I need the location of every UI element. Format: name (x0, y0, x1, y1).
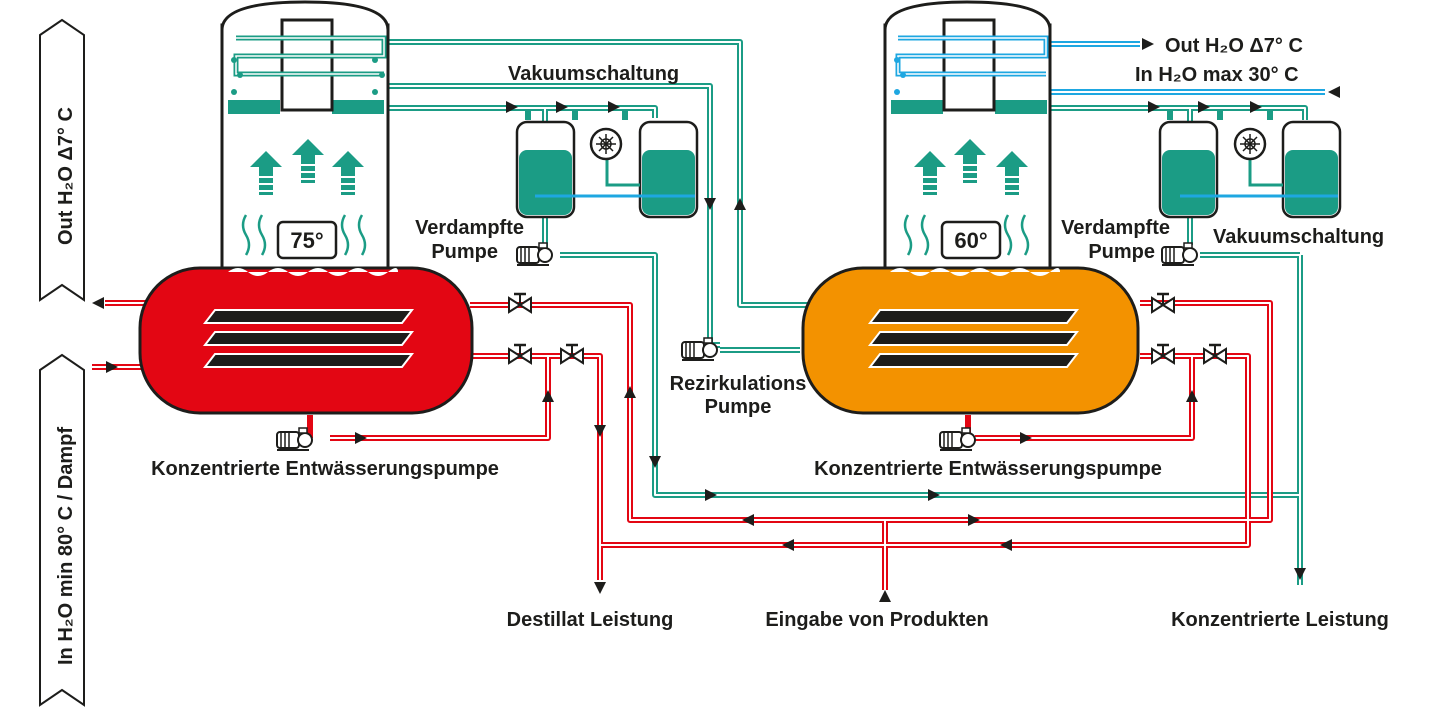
valve-icon (507, 343, 533, 365)
pump-icon (1161, 242, 1198, 266)
in-water-label: In H₂O min 80° C / Dampf (55, 427, 77, 665)
evaporator-left: 75° (138, 0, 474, 415)
temperature-badge (940, 220, 1002, 260)
flow-arrow-icon (92, 297, 104, 309)
valve-icon (559, 343, 585, 365)
valve-icon (1150, 343, 1176, 365)
vacuum-label-left: Vakuumschaltung (508, 63, 679, 85)
recirculation-pump-label-1: Rezirkulations (670, 373, 807, 395)
product-input-label: Eingabe von Produkten (765, 609, 988, 631)
vacuum-label-right: Vakuumschaltung (1213, 226, 1384, 248)
pump-icon (681, 337, 718, 361)
red-pipes (307, 300, 1273, 590)
vacuum-system-right (1158, 120, 1342, 219)
flow-arrow-icon (1328, 86, 1340, 98)
valve-icon (1150, 292, 1176, 314)
vacuum-pump-icon (589, 127, 623, 161)
vacuum-pump-icon (1233, 127, 1267, 161)
pump-icon (939, 427, 976, 451)
distillate-output-label: Destillat Leistung (507, 609, 674, 631)
droplet-icons (894, 57, 906, 95)
temperature-value: 60° (954, 228, 987, 253)
droplet-icons (231, 57, 385, 95)
valve-icon (507, 292, 533, 314)
pump-icon (516, 242, 553, 266)
evaporated-pump-label-left-2: Pumpe (431, 241, 498, 263)
teal-pipes (388, 39, 1308, 585)
concentrate-pump-label-left: Konzentrierte Entwässerungspumpe (151, 458, 499, 480)
concentrate-pump-label-right: Konzentrierte Entwässerungspumpe (814, 458, 1162, 480)
flow-arrow-icon (1142, 38, 1154, 50)
temperature-badge (276, 220, 338, 260)
flow-arrow-icon (106, 361, 118, 373)
evaporated-pump-label-right-2: Pumpe (1088, 241, 1155, 263)
flow-arrows (355, 101, 1306, 602)
valve-icon (1202, 343, 1228, 365)
concentrate-output-label: Konzentrierte Leistung (1171, 609, 1389, 631)
recirculation-pump-label-2: Pumpe (705, 396, 772, 418)
evaporator-right: 60° (801, 0, 1140, 415)
temperature-value: 75° (290, 228, 323, 253)
pump-icon (276, 427, 313, 451)
cooling-in-label: In H₂O max 30° C (1135, 64, 1299, 86)
cooling-out-label: Out H₂O Δ7° C (1165, 35, 1303, 57)
evaporated-pump-label-right-1: Verdampfte (1061, 217, 1170, 239)
evaporated-pump-label-left-1: Verdampfte (415, 217, 524, 239)
vacuum-system-left (515, 120, 699, 219)
out-water-label: Out H₂O Δ7° C (55, 107, 77, 245)
in-water-banner: In H₂O min 80° C / Dampf (39, 353, 85, 707)
cooling-water-pipes (1050, 38, 1340, 98)
out-water-banner: Out H₂O Δ7° C (39, 18, 85, 302)
